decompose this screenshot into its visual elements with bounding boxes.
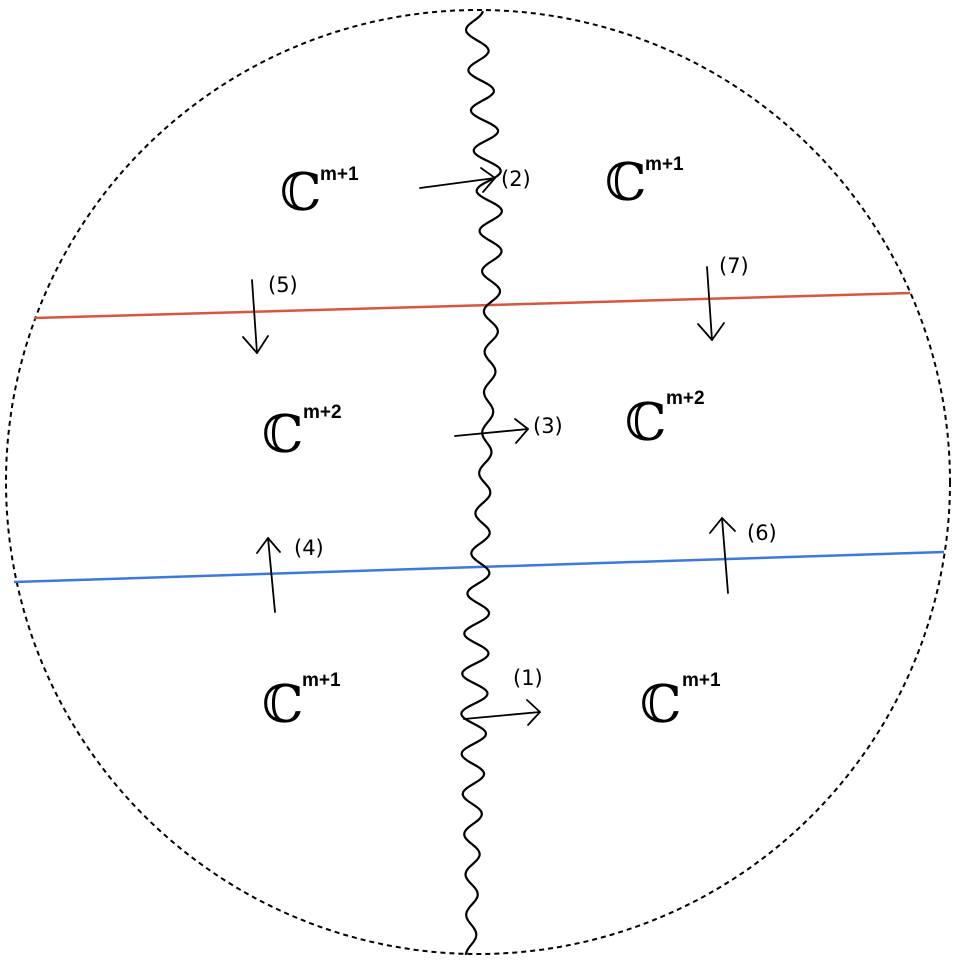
space-symbol: ℂ xyxy=(262,405,303,465)
map-label: (2) xyxy=(501,167,531,191)
space-exponent: m+1 xyxy=(682,670,721,691)
region-bottom-left: ℂ m+1 xyxy=(262,670,341,735)
map-label: (4) xyxy=(294,536,324,560)
space-symbol: ℂ xyxy=(625,393,666,453)
space-exponent: m+1 xyxy=(302,670,341,691)
space-exponent: m+1 xyxy=(320,164,359,185)
space-exponent: m+1 xyxy=(645,154,684,175)
space-symbol: ℂ xyxy=(605,153,646,213)
map-label: (6) xyxy=(747,521,777,545)
arrow-map-2: (2) xyxy=(419,167,531,193)
space-symbol: ℂ xyxy=(280,163,321,223)
arrow-map-7: (7) xyxy=(697,254,749,341)
space-symbol: ℂ xyxy=(640,675,681,735)
wavy-vertical-cut xyxy=(460,10,503,956)
arrow-map-6: (6) xyxy=(709,517,777,594)
arrow-map-1: (1) xyxy=(463,666,543,726)
map-label: (5) xyxy=(268,273,298,297)
region-top-right: ℂ m+1 xyxy=(605,153,684,213)
arrow-map-5: (5) xyxy=(242,273,298,354)
lower-blue-line xyxy=(13,550,945,584)
region-mid-right: ℂ m+2 xyxy=(625,388,705,453)
space-exponent: m+2 xyxy=(666,388,705,409)
space-exponent: m+2 xyxy=(303,402,342,423)
region-mid-left: ℂ m+2 xyxy=(262,402,342,465)
map-label: (1) xyxy=(513,666,543,690)
upper-red-line xyxy=(33,291,911,320)
region-bottom-right: ℂ m+1 xyxy=(640,670,721,735)
map-label: (3) xyxy=(533,414,563,438)
arrow-map-4: (4) xyxy=(256,536,324,613)
dashed-boundary-circle xyxy=(5,9,951,955)
map-label: (7) xyxy=(719,254,749,278)
arrow-map-3: (3) xyxy=(454,414,563,444)
space-symbol: ℂ xyxy=(262,675,303,735)
region-top-left: ℂ m+1 xyxy=(280,163,359,223)
